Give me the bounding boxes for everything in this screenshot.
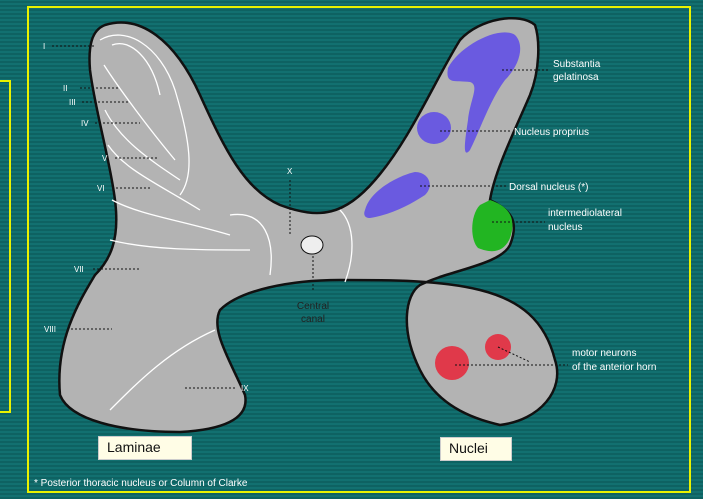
lamina-label-7: VII bbox=[74, 265, 84, 274]
motor-neurons-label-line2: of the anterior horn bbox=[572, 362, 657, 373]
intermediolateral-nucleus bbox=[472, 200, 512, 251]
central-canal-label-line2: canal bbox=[301, 314, 325, 325]
nucleus-proprius bbox=[417, 112, 451, 144]
laminae-box: Laminae bbox=[98, 436, 192, 460]
lamina-label-9: IX bbox=[241, 384, 249, 393]
lamina-label-4: IV bbox=[81, 119, 89, 128]
substantia-gelatinosa-label-line2: gelatinosa bbox=[553, 72, 599, 83]
motor-neurons-label-line1: motor neurons bbox=[572, 348, 636, 359]
nuclei-box: Nuclei bbox=[440, 437, 512, 461]
intermediolateral-label-line2: nucleus bbox=[548, 222, 582, 233]
lamina-label-2: II bbox=[63, 84, 67, 93]
central-canal bbox=[301, 236, 323, 254]
motor-neuron-large bbox=[435, 346, 469, 380]
lamina-label-6: VI bbox=[97, 184, 105, 193]
nucleus-proprius-label: Nucleus proprius bbox=[514, 127, 589, 138]
footnote: * Posterior thoracic nucleus or Column o… bbox=[34, 478, 247, 489]
lamina-label-8: VIII bbox=[44, 325, 56, 334]
lamina-label-5: V bbox=[102, 154, 108, 163]
central-canal-label-line1: Central bbox=[297, 301, 329, 312]
intermediolateral-label-line1: intermediolateral bbox=[548, 208, 622, 219]
lamina-label-1: I bbox=[43, 42, 45, 51]
lamina-label-10: X bbox=[287, 167, 293, 176]
dorsal-nucleus-label: Dorsal nucleus (*) bbox=[509, 182, 588, 193]
lamina-label-3: III bbox=[69, 98, 76, 107]
substantia-gelatinosa-label-line1: Substantia bbox=[553, 59, 601, 70]
